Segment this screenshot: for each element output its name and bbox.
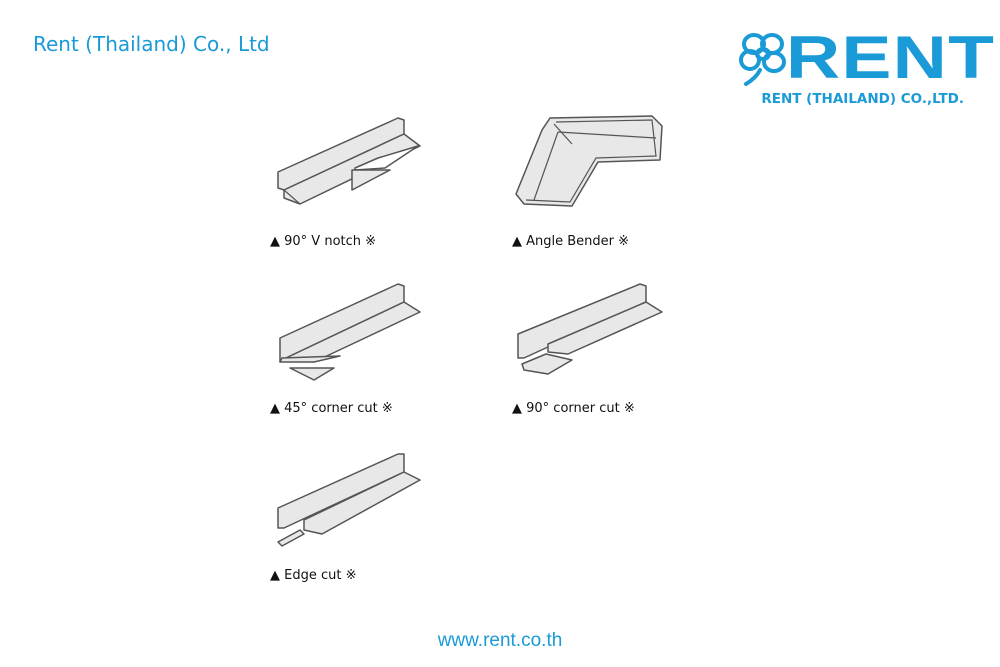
90-corner-cut-illustration [517, 283, 663, 375]
logo-subtitle: RENT (THAILAND) CO.,LTD. [761, 91, 964, 107]
company-name: Rent (Thailand) Co., Ltd [33, 32, 270, 56]
caption-45-corner-cut: ▲ 45° corner cut ※ [270, 401, 393, 416]
caption-angle-bender: ▲ Angle Bender ※ [512, 234, 630, 249]
website-url[interactable]: www.rent.co.th [437, 630, 563, 651]
clover-logo-icon [739, 33, 786, 86]
item-90-v-notch: ▲ 90° V notch ※ [270, 110, 470, 255]
item-edge-cut: ▲ Edge cut ※ [270, 450, 470, 590]
item-45-corner-cut: ▲ 45° corner cut ※ [270, 278, 470, 423]
item-90-corner-cut: ▲ 90° corner cut ※ [512, 278, 712, 423]
caption-edge-cut: ▲ Edge cut ※ [270, 568, 357, 583]
45-corner-cut-illustration [279, 283, 421, 381]
edge-cut-illustration [277, 453, 421, 547]
v-notch-illustration [277, 117, 421, 205]
caption-90-v-notch: ▲ 90° V notch ※ [270, 234, 377, 249]
rent-logo: RENT RENT (THAILAND) CO.,LTD. [738, 28, 994, 116]
logo-wordmark: RENT [786, 24, 996, 91]
angle-bender-illustration [515, 115, 663, 207]
item-angle-bender: ▲ Angle Bender ※ [512, 110, 712, 255]
caption-90-corner-cut: ▲ 90° corner cut ※ [512, 401, 635, 416]
